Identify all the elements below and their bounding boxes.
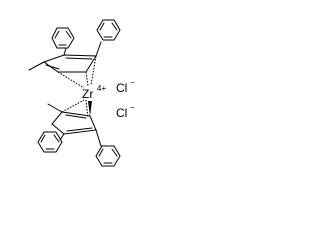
lower-cp-ligand xyxy=(47,101,102,147)
lower-cp-metal-bonds xyxy=(61,99,89,119)
chloride-symbol: Cl xyxy=(116,106,127,120)
upper-left-phenyl xyxy=(51,27,75,49)
zirconium-center: Zr 4+ xyxy=(82,84,106,101)
chloride-bottom: Cl − xyxy=(116,103,135,120)
chloride-top: Cl − xyxy=(116,78,135,95)
metal-symbol: Zr xyxy=(82,87,93,101)
structure-diagram: Zr 4+ Cl − Cl − xyxy=(28,19,135,167)
lower-right-phenyl xyxy=(95,145,121,167)
lower-left-phenyl xyxy=(37,131,63,153)
upper-cp-ligand xyxy=(28,41,102,73)
chloride-charge: − xyxy=(130,78,135,87)
upper-right-phenyl xyxy=(96,19,121,41)
chloride-symbol: Cl xyxy=(116,81,127,95)
metal-charge: 4+ xyxy=(97,84,106,93)
chloride-charge: − xyxy=(130,103,135,112)
upper-cp-metal-bonds xyxy=(57,55,97,89)
